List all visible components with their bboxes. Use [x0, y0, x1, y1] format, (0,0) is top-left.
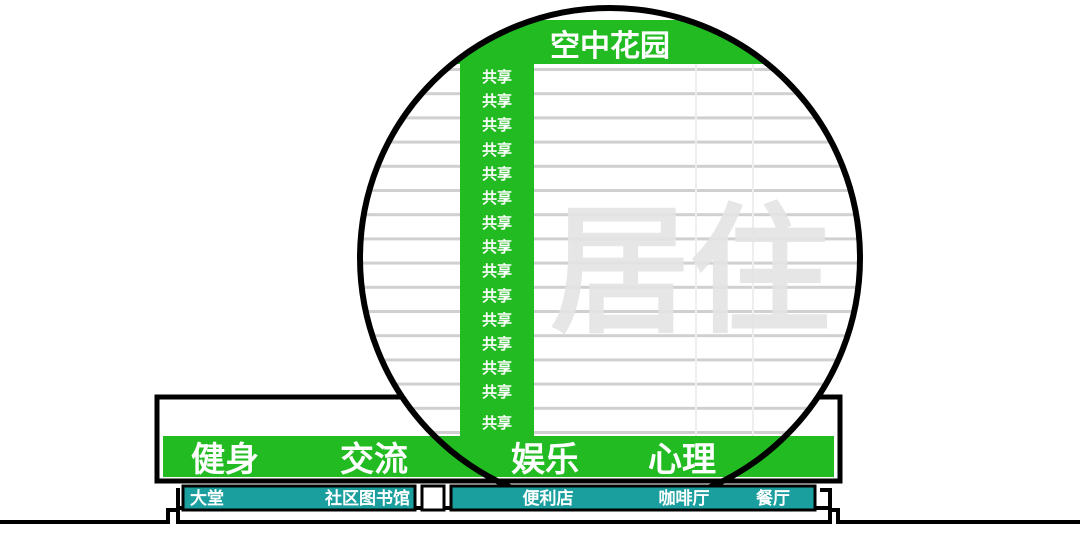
podium-label: 交流: [340, 440, 408, 480]
podium-label: 心理: [648, 440, 716, 480]
unit-divider: [695, 64, 697, 436]
shared-label: 共享: [482, 311, 512, 329]
shared-label: 共享: [482, 189, 512, 207]
shared-label: 共享: [482, 335, 512, 353]
unit-divider: [752, 64, 754, 436]
shared-label: 共享: [482, 414, 512, 432]
ground-label-store: 便利店: [523, 488, 574, 509]
ground-label-restaurant: 餐厅: [756, 488, 790, 509]
core-column: [460, 60, 534, 440]
shared-label: 共享: [482, 214, 512, 232]
shared-label: 共享: [482, 383, 512, 401]
shared-label: 共享: [482, 92, 512, 110]
ground-bar-gap: [420, 484, 446, 512]
ground-label-cafe: 咖啡厅: [659, 488, 710, 509]
shared-label: 共享: [482, 141, 512, 159]
floor-line: [360, 189, 860, 192]
floor-line: [360, 92, 860, 96]
floor-line: [360, 140, 860, 144]
shared-label: 共享: [482, 238, 512, 256]
residential-label: 居住: [550, 191, 830, 354]
podium-label: 娱乐: [511, 440, 579, 480]
ground-line-right: [820, 488, 1080, 524]
floor-line: [360, 310, 860, 313]
shared-label: 共享: [482, 68, 512, 86]
floor-line: [360, 261, 860, 265]
floor-line: [360, 431, 860, 434]
sky-garden-label: 空中花园: [550, 29, 670, 64]
shared-label: 共享: [482, 165, 512, 183]
ground-line: [0, 488, 180, 524]
shared-label: 共享: [482, 116, 512, 134]
podium-label: 健身: [191, 440, 259, 480]
podium-labels: 健身 交流 娱乐 心理: [191, 440, 716, 480]
ground-label-lobby: 大堂: [190, 488, 224, 509]
shared-label: 共享: [482, 359, 512, 377]
floor-line: [360, 237, 860, 241]
floor-line: [360, 68, 860, 71]
ground-bar-right: [449, 484, 817, 512]
floor-line: [360, 334, 860, 338]
floor-lines: [360, 64, 860, 436]
shared-label: 共享: [482, 262, 512, 280]
floor-line: [360, 164, 860, 168]
floor-line: [360, 358, 860, 362]
floor-line: [360, 213, 860, 217]
floor-line: [360, 285, 860, 289]
ground-label-library: 社区图书馆: [324, 488, 410, 509]
ground-bar-left: [181, 484, 417, 512]
floor-line: [360, 406, 860, 410]
shared-label: 共享: [482, 287, 512, 305]
floor-line: [360, 116, 860, 120]
floor-line: [360, 382, 860, 386]
